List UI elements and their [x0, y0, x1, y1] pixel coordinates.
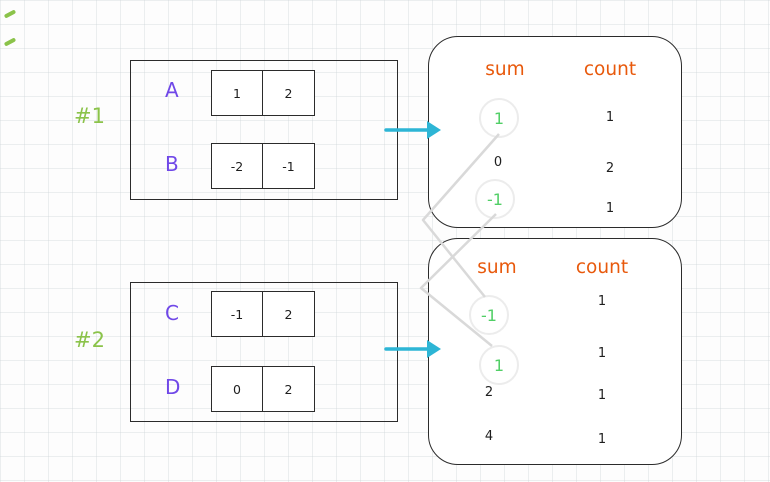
array-d-cell-1: 2 — [263, 366, 315, 412]
table2-row2-sum: 1 — [493, 355, 505, 375]
array-d-label: D — [165, 375, 181, 399]
table2-row1-highlight-circle: -1 — [469, 295, 509, 335]
table2-count-header: count — [575, 257, 629, 278]
array-a-cell-0: 1 — [211, 70, 263, 116]
array-c-cell-1: 2 — [263, 291, 315, 337]
table1-count-header: count — [583, 59, 637, 80]
arrow-1-icon — [384, 121, 441, 139]
arrow-2-icon — [384, 340, 441, 358]
array-c-cells: -1 2 — [211, 291, 315, 337]
table2-row4-sum: 4 — [484, 429, 494, 444]
array-c-label: C — [165, 301, 179, 325]
array-d-cell-0: 0 — [211, 366, 263, 412]
decorative-mark-2 — [3, 37, 17, 47]
example-1-label: #1 — [74, 104, 105, 128]
array-b-cell-0: -2 — [211, 143, 263, 189]
table2-row3-sum: 2 — [484, 385, 494, 400]
array-b-cell-1: -1 — [263, 143, 315, 189]
table2-row2-highlight-circle: 1 — [479, 345, 519, 385]
decorative-mark-1 — [3, 9, 17, 19]
table1-row3-count: 1 — [605, 201, 615, 216]
example-2-label: #2 — [74, 328, 105, 352]
table1-row2-sum: 0 — [493, 155, 503, 170]
table2-row1-sum: -1 — [481, 305, 497, 325]
table2-row3-count: 1 — [597, 388, 607, 403]
array-a-cells: 1 2 — [211, 70, 315, 116]
array-a-label: A — [165, 78, 179, 102]
table1-row2-count: 2 — [605, 161, 615, 176]
table2-row2-count: 1 — [597, 346, 607, 361]
result-table-2: sum count -1 1 1 1 2 1 4 1 — [428, 238, 682, 465]
table1-row3-highlight-circle: -1 — [475, 179, 515, 219]
table2-row1-count: 1 — [597, 294, 607, 309]
table2-sum-header: sum — [477, 257, 517, 278]
table2-row4-count: 1 — [597, 432, 607, 447]
table1-row1-highlight-circle: 1 — [479, 98, 519, 138]
table1-row3-sum: -1 — [487, 189, 503, 209]
table1-row1-sum: 1 — [493, 108, 505, 128]
table1-sum-header: sum — [485, 59, 525, 80]
example-2-input-box: C -1 2 D 0 2 — [130, 282, 398, 422]
array-b-cells: -2 -1 — [211, 143, 315, 189]
array-b-label: B — [165, 152, 179, 176]
array-d-cells: 0 2 — [211, 366, 315, 412]
table1-row1-count: 1 — [605, 110, 615, 125]
array-a-cell-1: 2 — [263, 70, 315, 116]
example-1-input-box: A 1 2 B -2 -1 — [130, 60, 398, 200]
array-c-cell-0: -1 — [211, 291, 263, 337]
result-table-1: sum count 1 1 0 2 -1 1 — [428, 36, 682, 228]
